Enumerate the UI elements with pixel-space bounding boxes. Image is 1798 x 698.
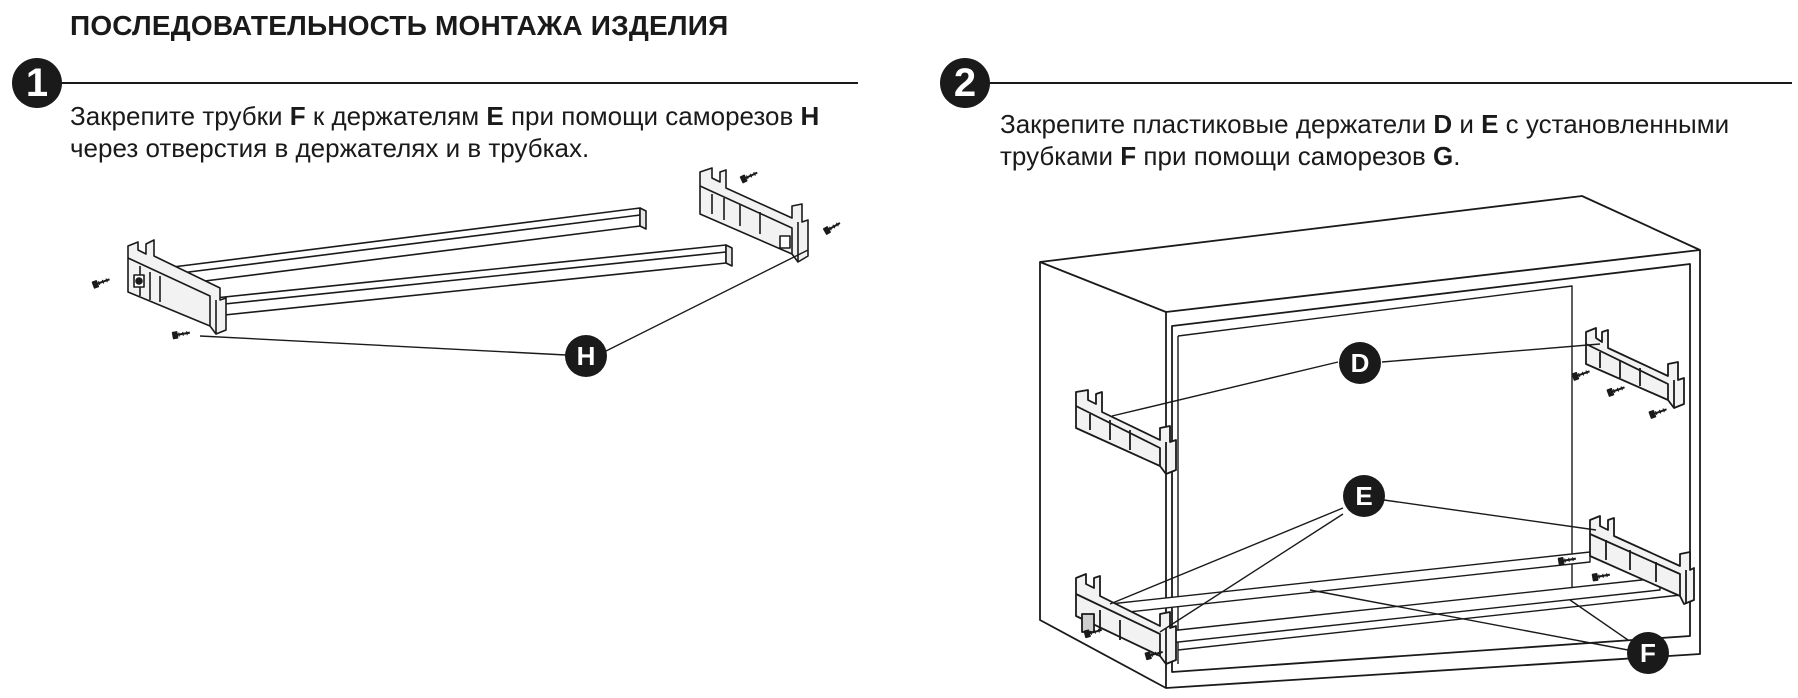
instruction-text: трубками	[1000, 141, 1121, 171]
callout-d-label: D	[1351, 348, 1370, 378]
part-letter: E	[1481, 109, 1499, 139]
instruction-text: .	[1453, 141, 1461, 171]
part-letter: D	[1433, 109, 1453, 139]
instruction-text: и	[1452, 109, 1482, 139]
holder-right	[699, 167, 809, 263]
part-letter: E	[486, 101, 504, 131]
instruction-text: с установленными	[1498, 109, 1730, 139]
holder-left	[127, 239, 227, 335]
part-letter: F	[1120, 141, 1137, 171]
holder-d-left	[1075, 389, 1177, 475]
step-2-drawing	[1039, 195, 1701, 689]
step-2-badge: 2	[940, 58, 990, 108]
holder-e-right	[1589, 515, 1695, 605]
part-letter: H	[800, 101, 820, 131]
callout-d: D	[1339, 342, 1381, 384]
part-letter: G	[1432, 141, 1454, 171]
holder-e-left	[1075, 573, 1177, 665]
instruction-text: через отверстия в держателях и в трубках…	[70, 133, 590, 163]
step-1-badge: 1	[12, 58, 62, 108]
step-2-instruction: Закрепите пластиковые держатели D и E с …	[1000, 108, 1790, 172]
instruction-text: к держателям	[305, 101, 487, 131]
callout-f: F	[1627, 632, 1669, 674]
step-1-rule	[36, 82, 858, 84]
instruction-text: при помощи саморезов	[503, 101, 801, 131]
part-letter: F	[289, 101, 306, 131]
step-1-instruction: Закрепите трубки F к держателям E при по…	[70, 100, 870, 164]
callout-e-label: E	[1355, 481, 1372, 511]
step-2-rule	[964, 82, 1792, 84]
tubes-f	[1109, 551, 1691, 651]
callout-h-label: H	[577, 341, 596, 371]
holder-d-right	[1585, 327, 1685, 409]
instruction-text: Закрепите трубки	[70, 101, 290, 131]
callout-h: H	[565, 335, 607, 377]
instruction-text: при помощи саморезов	[1136, 141, 1433, 171]
callout-e: E	[1343, 475, 1385, 517]
page-title: ПОСЛЕДОВАТЕЛЬНОСТЬ МОНТАЖА ИЗДЕЛИЯ	[70, 10, 729, 41]
callout-f-label: F	[1640, 638, 1656, 668]
step-1-drawing	[91, 167, 843, 356]
instruction-text: Закрепите пластиковые держатели	[1000, 109, 1434, 139]
